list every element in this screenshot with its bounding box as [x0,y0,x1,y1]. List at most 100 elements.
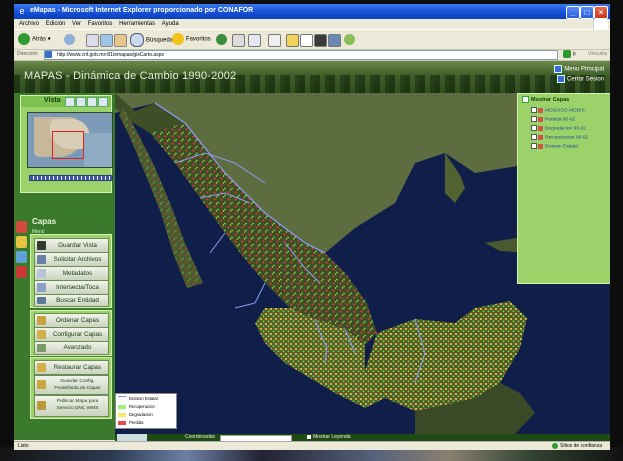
menu-favoritos[interactable]: Favoritos [87,21,113,27]
magnifier-icon [130,33,144,47]
change-pixels-south [255,308,385,408]
menu-edicion[interactable]: Edición [45,21,66,27]
page-icon[interactable] [300,34,313,47]
zoom-scale-bar[interactable] [29,175,113,181]
favorites-button[interactable]: Favoritos [172,33,211,46]
layers-toggle-checkbox[interactable] [522,96,529,103]
media-icon[interactable] [314,34,327,47]
menu-subtitle: Menú [32,229,45,235]
layer-row-degradation[interactable]: Degradacion 90-02 [531,125,586,131]
layer-row-loss[interactable]: Perdida 90-02 [531,116,575,122]
trusted-zone-icon [552,442,559,449]
go-arrow-icon [563,50,571,58]
configure-layers-button[interactable]: Configurar Capas [34,327,109,342]
metadata-button[interactable]: Metadatos [34,266,109,281]
legend-swatch [118,420,126,425]
layer-row-recovery[interactable]: Recuperacion 90-02 [531,134,588,140]
title-bar: e eMapas - Microsoft Internet Explorer p… [14,4,610,19]
map-canvas[interactable]: Mostrar Capas MOSAICO MODIS Perdida 90-0… [115,93,610,434]
edit-icon[interactable] [268,34,281,47]
side-tab-tools-icon[interactable] [16,236,27,248]
forward-arrow-icon[interactable] [64,34,75,45]
order-layers-button[interactable]: Ordenar Capas [34,313,109,328]
overview-map[interactable] [27,112,113,168]
map-legend: Division Estatal Recuperacion Degradacio… [115,393,177,429]
show-legend-checkbox[interactable] [307,434,311,439]
logout-link[interactable]: Cerrar Sesion [556,75,604,83]
app-header: MAPAS - Dinámica de Cambio 1990-2002 Men… [14,61,610,93]
side-tab-info-icon[interactable] [16,266,27,278]
window-title: eMapas - Microsoft Internet Explorer pro… [30,7,254,14]
messenger-icon[interactable] [328,34,341,47]
legend-swatch [118,404,126,409]
layer-row-mosaic[interactable]: MOSAICO MODIS [531,107,585,113]
menu-herramientas[interactable]: Herramientas [119,21,156,27]
zoom-in-icon[interactable] [65,97,75,107]
search-button[interactable]: Búsqueda [130,33,173,47]
layer-checkbox[interactable] [531,107,537,113]
legend-item: Perdida [118,420,143,425]
status-text: Listo [18,443,29,449]
view-panel-header: Vista [21,96,111,107]
home-icon[interactable] [114,34,127,47]
save-icon [37,241,46,250]
map-status-bar: Coordenadas Mostrar Leyenda [115,434,610,442]
research-icon[interactable] [344,34,355,45]
find-entity-button[interactable]: Buscar Entidad [34,294,109,307]
ie-logo-icon: e [19,6,25,16]
layer-row-state-division[interactable]: Division Estatal [531,143,578,149]
publish-wms-button[interactable]: Publicar Mapa para Servicio DNC WMS [34,395,109,417]
advanced-button[interactable]: Avanzado [34,341,109,355]
metadata-icon [37,269,46,278]
stop-icon[interactable] [86,34,99,47]
zoom-out-icon[interactable] [76,97,86,107]
maximize-button[interactable]: □ [580,6,594,19]
overview-extent-box[interactable] [52,131,84,159]
show-legend-toggle[interactable]: Mostrar Leyenda [307,434,351,441]
menu-icon [554,65,563,73]
layer-checkbox[interactable] [531,134,537,140]
satellite-map[interactable] [115,93,610,434]
minimize-button[interactable]: _ [566,6,580,19]
refresh-icon[interactable] [100,34,113,47]
print-icon[interactable] [248,34,261,47]
side-tab-query-icon[interactable] [16,251,27,263]
go-button[interactable]: Ir [563,50,585,59]
history-icon[interactable] [216,34,227,45]
menu-bar: Archivo Edición Ver Favoritos Herramient… [14,19,610,29]
save-view-button[interactable]: Guardar Vista [34,238,109,253]
back-button[interactable]: Atrás ▾ [18,33,51,46]
save-default-config-button[interactable]: Guardar Config. Predefinida de Capas [34,375,109,395]
menu-ver[interactable]: Ver [72,21,82,27]
configure-icon [37,330,46,339]
links-button[interactable]: Vínculos [588,51,608,57]
menu-ayuda[interactable]: Ayuda [161,21,179,27]
full-extent-icon[interactable] [98,97,108,107]
view-panel-title: Vista [44,97,61,104]
layer-icon [538,125,543,131]
map-tools[interactable] [117,434,147,441]
layer-icon [538,107,543,113]
state-boundaries [174,152,426,384]
restore-layers-button[interactable]: Restaurar Capas [34,360,109,375]
layer-checkbox[interactable] [531,116,537,122]
change-pixels-yucatan [365,301,527,411]
mail-icon[interactable] [232,34,245,47]
layers-panel-header[interactable]: Mostrar Capas [522,96,569,103]
side-tab-layers-icon[interactable] [16,221,27,233]
folder-icon[interactable] [286,34,299,47]
layer-checkbox[interactable] [531,125,537,131]
address-input[interactable]: http://www.cnf.gob.mx:81/emapas/gisCarto… [44,50,558,60]
layer-icon [538,134,543,140]
legend-item: Recuperacion [118,404,155,409]
menu-archivo[interactable]: Archivo [19,21,40,27]
layers-panel: Mostrar Capas MOSAICO MODIS Perdida 90-0… [517,93,610,284]
close-button[interactable]: × [594,6,608,19]
legend-swatch [118,396,126,402]
browser-window: e eMapas - Microsoft Internet Explorer p… [14,4,610,450]
pan-icon[interactable] [87,97,97,107]
intersect-button[interactable]: Intersecta/Toca [34,280,109,295]
main-menu-link[interactable]: Menu Principal [554,65,604,73]
layer-checkbox[interactable] [531,143,537,149]
request-files-button[interactable]: Solicitar Archivos [34,252,109,267]
